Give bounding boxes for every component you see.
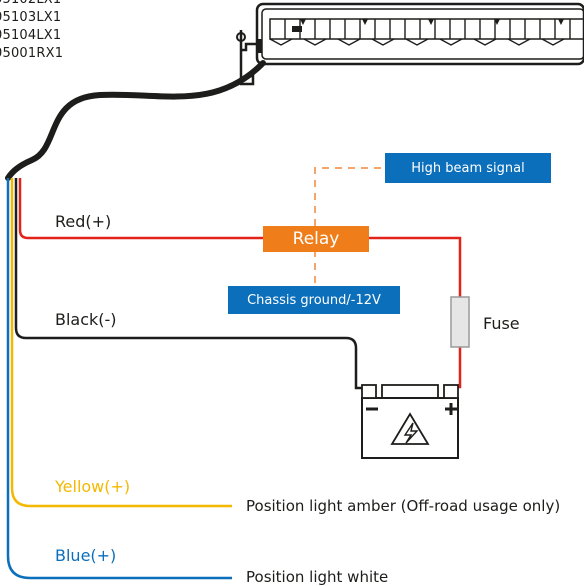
black-wire bbox=[14, 178, 370, 390]
fuse-icon bbox=[450, 296, 470, 348]
yellow-wire bbox=[10, 178, 232, 508]
black-wire-label: Black(-) bbox=[55, 310, 117, 329]
red-wire bbox=[18, 178, 462, 389]
model-number: 05103LX1 bbox=[0, 10, 62, 25]
red-wire-label: Red(+) bbox=[55, 212, 112, 231]
yellow-wire-label: Yellow(+) bbox=[55, 477, 131, 496]
signal-lines bbox=[314, 167, 385, 288]
harness-cable bbox=[5, 60, 266, 181]
blue-wire-label: Blue(+) bbox=[55, 546, 117, 565]
blue-wire bbox=[6, 178, 232, 580]
led-light-bar-icon bbox=[236, 2, 584, 86]
battery-icon bbox=[361, 384, 459, 459]
model-number: 05001RX1 bbox=[0, 46, 64, 61]
position-light-amber-label: Position light amber (Off-road usage onl… bbox=[246, 497, 561, 515]
model-number: 05104LX1 bbox=[0, 28, 62, 43]
fuse-label: Fuse bbox=[483, 314, 520, 333]
position-light-white-label: Position light white bbox=[246, 568, 389, 586]
chassis-ground-box: Chassis ground/-12V bbox=[228, 286, 400, 314]
high-beam-signal-box: High beam signal bbox=[385, 153, 551, 183]
model-number: 05102LX1 bbox=[0, 0, 61, 9]
relay-box: Relay bbox=[263, 226, 369, 252]
electrical-hazard-icon bbox=[390, 412, 430, 445]
